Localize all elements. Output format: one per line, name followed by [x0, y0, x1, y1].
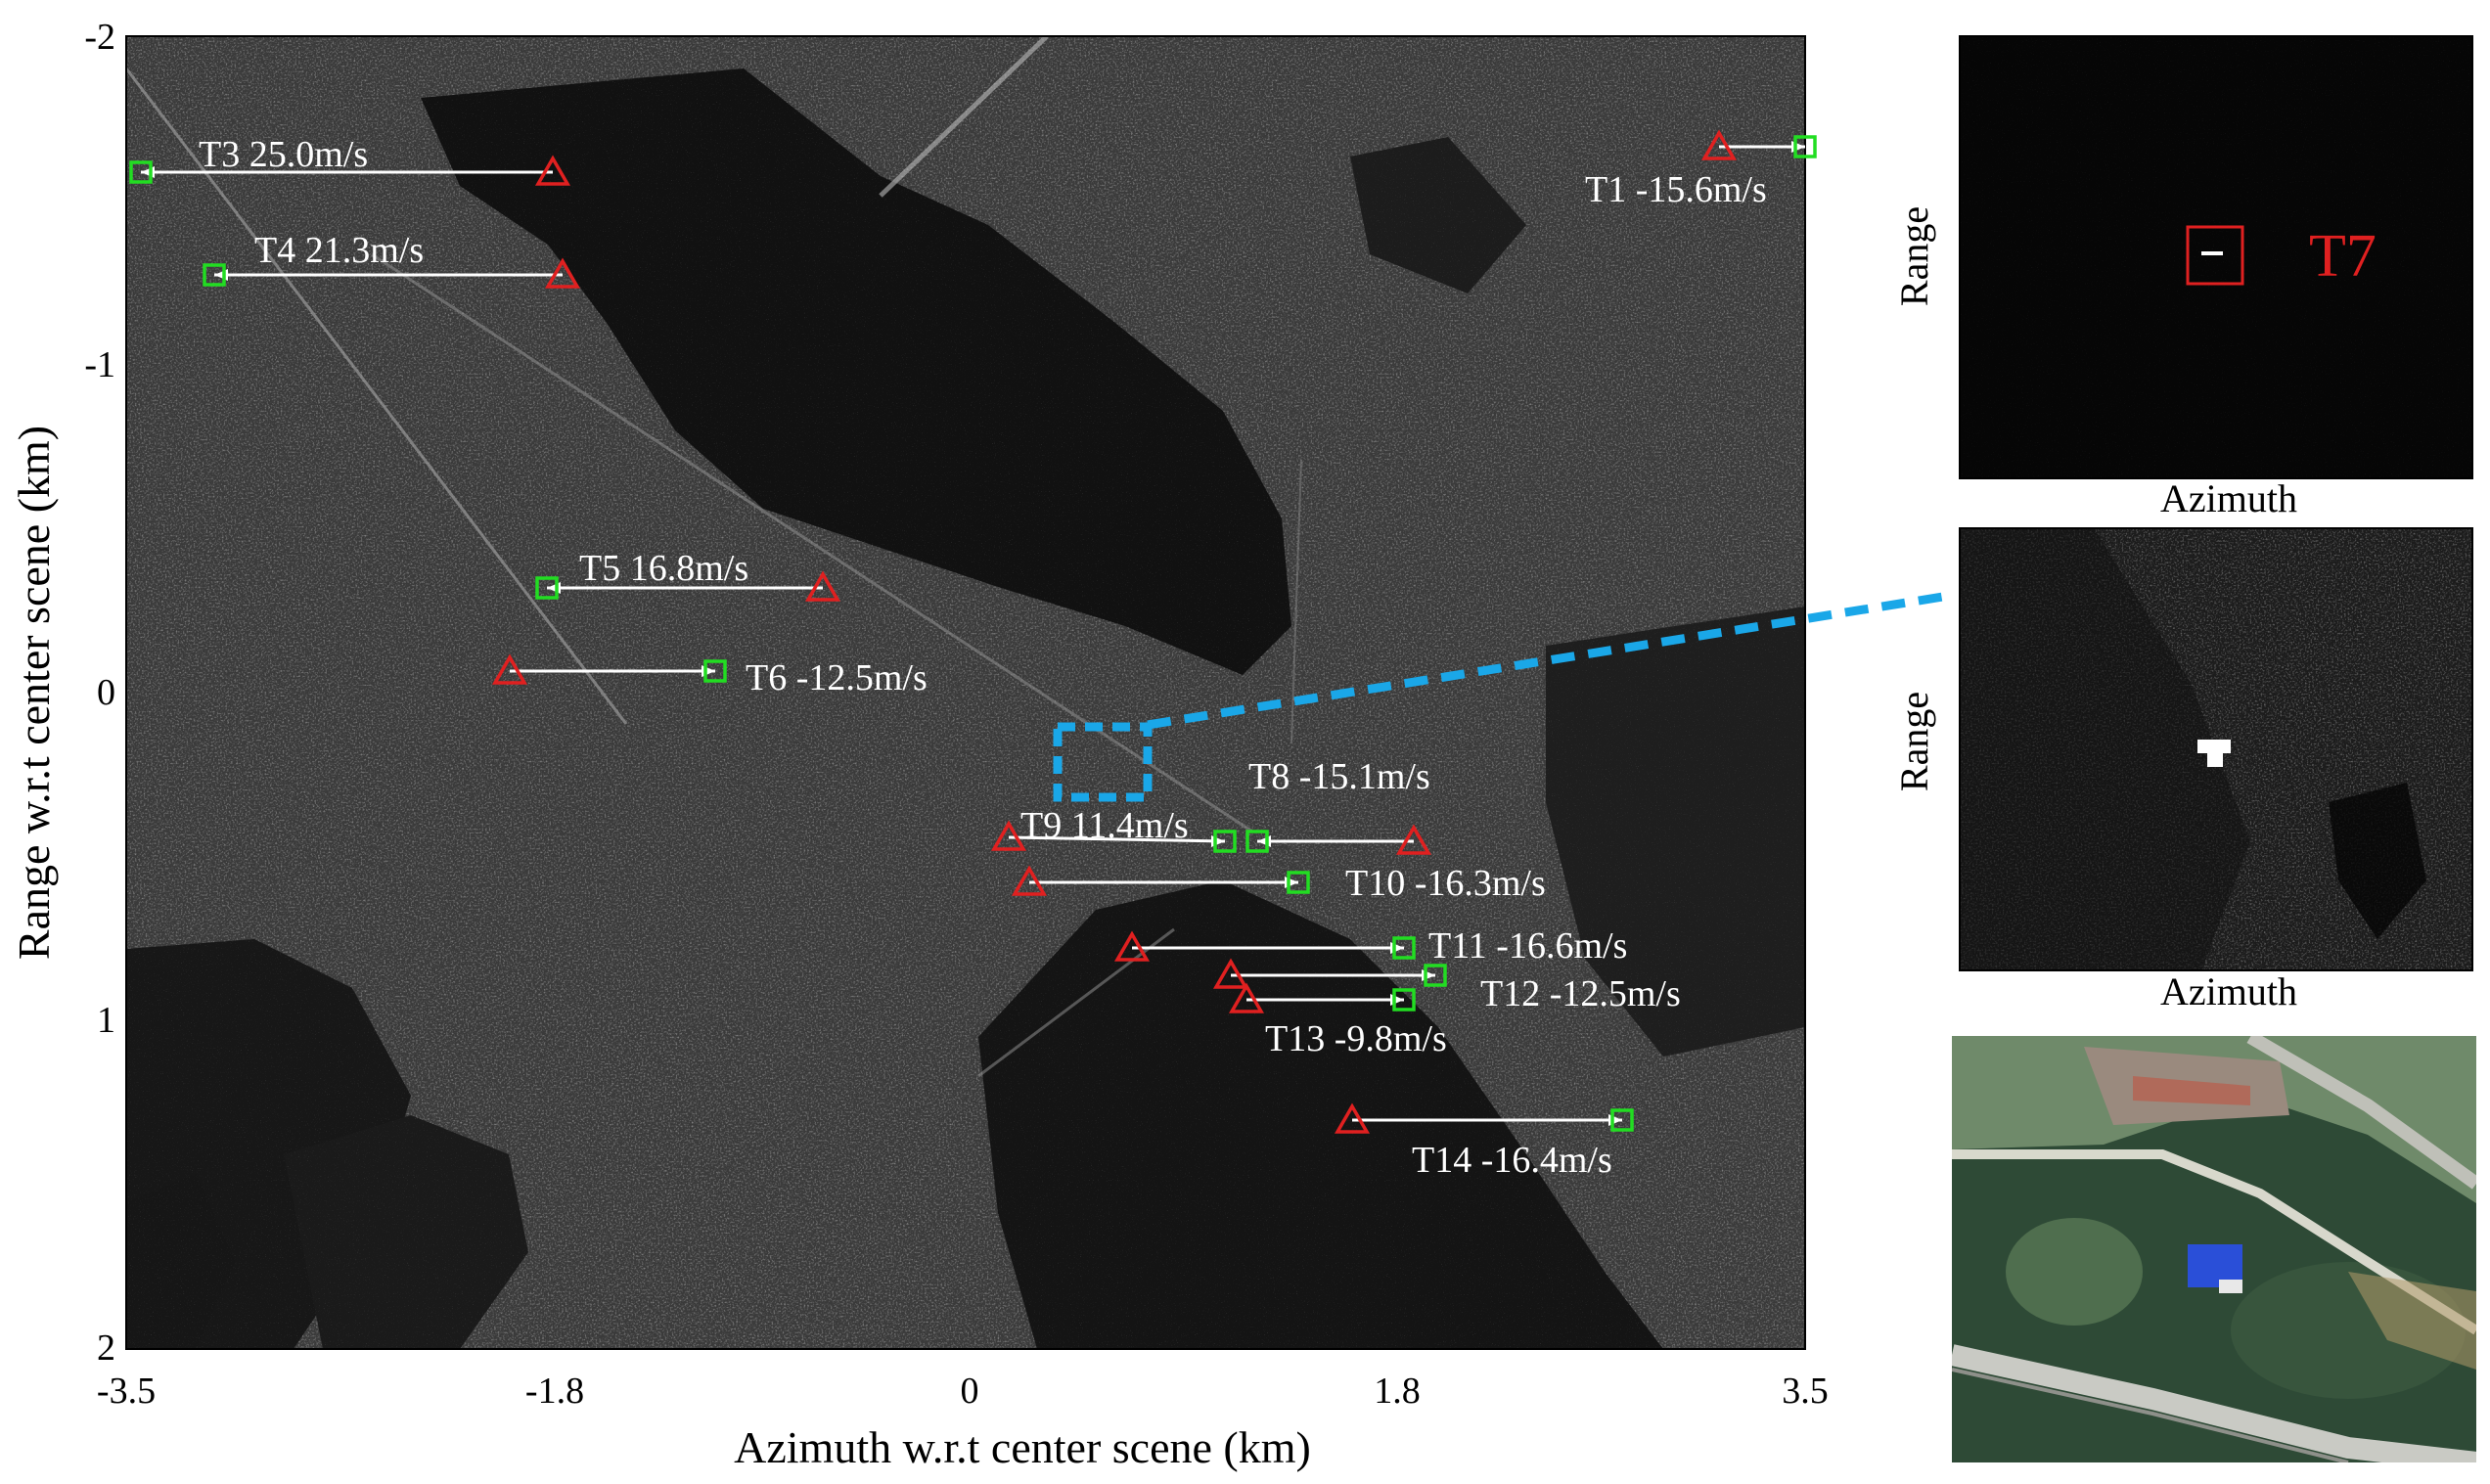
target-label-t6: T6 -12.5m/s: [746, 657, 928, 698]
target-label-t12: T12 -12.5m/s: [1480, 973, 1681, 1014]
original-position-marker-t3: [534, 155, 571, 186]
y-tick-label: 1: [97, 1000, 115, 1041]
inset-top-image: T7: [1959, 35, 2473, 479]
t7-label: T7: [2309, 223, 2377, 290]
target-label-t5: T5 16.8m/s: [579, 548, 748, 589]
x-tick-label: -3.5: [97, 1371, 156, 1412]
relocated-position-marker-t10: [1287, 871, 1310, 894]
target-label-t14: T14 -16.4m/s: [1412, 1140, 1612, 1181]
relocated-position-marker-t5: [535, 576, 559, 600]
optical-satellite-image: [1952, 1036, 2476, 1462]
y-axis-label: Range w.r.t center scene (km): [9, 426, 59, 960]
original-position-marker-t5: [804, 570, 841, 602]
x-tick-label: 0: [961, 1371, 979, 1412]
original-position-marker-t9: [990, 820, 1027, 851]
relocated-position-marker-t14: [1610, 1108, 1634, 1132]
original-position-marker-t12: [1212, 958, 1249, 989]
displacement-arrow-t9: [1008, 835, 1226, 843]
target-label-group: T1 -15.6m/s T3 25.0m/s T4 21.3m/s T5 16.…: [199, 134, 1767, 1181]
y-tick-labels: -2 -1 0 1 2: [84, 17, 115, 1369]
x-tick-label: -1.8: [525, 1371, 584, 1412]
y-tick-label: 0: [97, 672, 115, 713]
original-position-marker-t13: [1228, 982, 1265, 1013]
sar-image: [126, 36, 1805, 1349]
relocated-position-marker-t11: [1392, 936, 1416, 960]
x-tick-labels: -3.5 -1.8 0 1.8 3.5: [97, 1371, 1829, 1412]
x-axis-label: Azimuth w.r.t center scene (km): [734, 1422, 1311, 1472]
original-position-marker-t14: [1334, 1102, 1371, 1134]
original-position-marker-t6: [491, 653, 528, 685]
relocated-position-marker-t3: [129, 160, 153, 184]
original-position-marker-t11: [1113, 930, 1151, 962]
inset-middle-xlabel: Azimuth: [2160, 969, 2297, 1013]
y-tick-label: -2: [84, 17, 115, 58]
relocated-position-marker-t13: [1392, 988, 1416, 1012]
original-position-marker-t4: [544, 257, 581, 289]
relocated-position-marker-t6: [703, 659, 727, 683]
target-label-t9: T9 11.4m/s: [1020, 805, 1189, 846]
x-tick-label: 1.8: [1374, 1371, 1421, 1412]
original-position-marker-t10: [1011, 865, 1048, 896]
zoom-region-box: [1053, 722, 1153, 802]
target-label-t11: T11 -16.6m/s: [1428, 925, 1627, 967]
target-label-t1: T1 -15.6m/s: [1585, 169, 1767, 210]
relocated-position-marker-t9: [1213, 830, 1237, 853]
t7-target-box: [2186, 225, 2244, 286]
y-tick-label: -1: [84, 344, 115, 385]
relocated-position-marker-t8: [1245, 830, 1269, 853]
inset-middle-image: [1959, 527, 2473, 971]
inset-middle-ylabel: Range: [1892, 692, 1936, 791]
target-annotations: [129, 129, 1817, 1134]
original-position-marker-t1: [1700, 129, 1738, 160]
target-label-t10: T10 -16.3m/s: [1345, 863, 1546, 904]
relocated-position-marker-t12: [1424, 964, 1447, 987]
target-label-t8: T8 -15.1m/s: [1248, 756, 1430, 797]
y-tick-label: 2: [97, 1327, 115, 1369]
inset-top-ylabel: Range: [1892, 206, 1936, 306]
target-label-t13: T13 -9.8m/s: [1265, 1018, 1447, 1059]
target-label-t4: T4 21.3m/s: [254, 230, 424, 271]
relocated-position-marker-t1: [1793, 135, 1817, 158]
relocated-position-marker-t4: [203, 263, 226, 287]
inset-top-xlabel: Azimuth: [2160, 476, 2297, 520]
target-label-t3: T3 25.0m/s: [199, 134, 368, 175]
zoom-connector-line: [1147, 591, 1950, 730]
x-tick-label: 3.5: [1782, 1371, 1829, 1412]
main-plot-frame: [125, 35, 1806, 1350]
original-position-marker-t8: [1395, 824, 1432, 855]
